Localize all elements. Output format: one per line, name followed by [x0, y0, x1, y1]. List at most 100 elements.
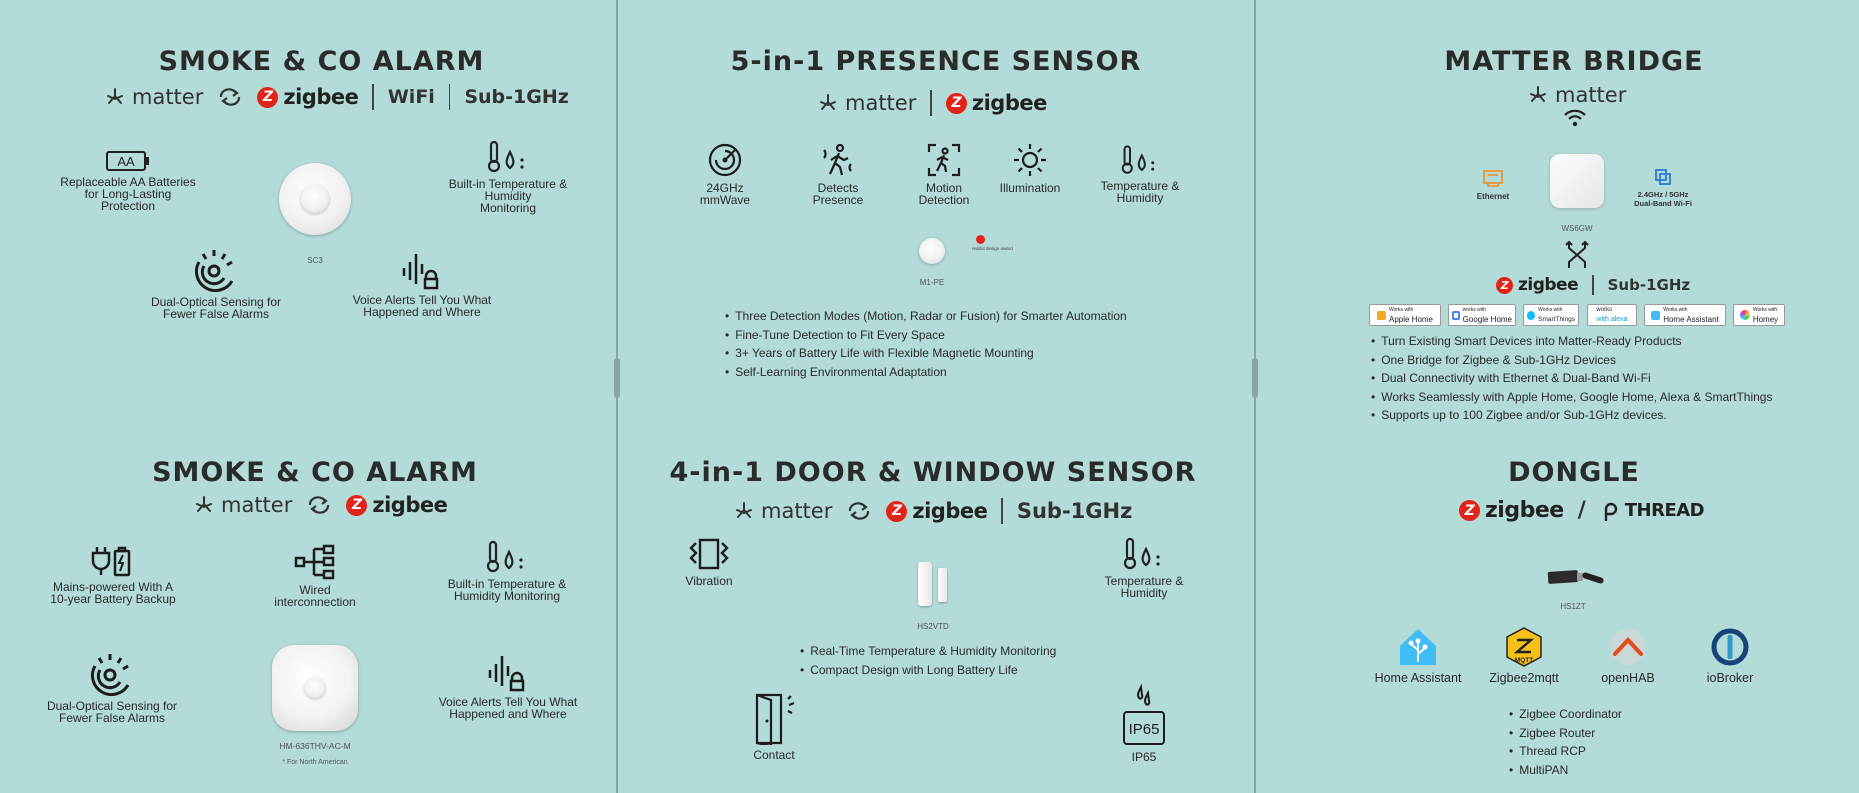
list-item: Three Detection Modes (Motion, Radar or …	[725, 307, 1127, 326]
motion-icon	[927, 143, 961, 177]
battery-aa-text: AA	[117, 154, 135, 169]
vibration-icon	[689, 538, 729, 570]
feature-label: Voice Alerts Tell You What Happened and …	[352, 293, 492, 319]
feature-label: Detects Presence	[812, 181, 864, 207]
model-label: HS1ZT	[1560, 602, 1586, 611]
apple-home-icon	[1376, 310, 1386, 320]
bidirectional-arrows-icon	[1565, 240, 1589, 268]
zigbee-mark-icon: Z	[1496, 276, 1513, 294]
thermometer-drop-icon	[1123, 537, 1160, 570]
list-item: MultiPAN	[1509, 761, 1622, 780]
list-item: Dual Connectivity with Ethernet & Dual-B…	[1371, 369, 1772, 388]
platform-label: openHAB	[1601, 671, 1655, 685]
zigbee-mark-icon: Z	[945, 92, 967, 114]
feature-label: Contact	[753, 748, 795, 762]
separator	[448, 84, 451, 110]
iobroker-icon	[1711, 628, 1749, 666]
optical-sensor-icon	[90, 654, 130, 696]
feature-label: Built-in Temperature & Humidity Monitori…	[447, 577, 567, 603]
resize-handle-left[interactable]	[614, 358, 620, 398]
presence-sensor-device-image	[919, 238, 945, 264]
ip65-badge-text: IP65	[1129, 721, 1160, 738]
feature-mmwave: 24GHz mmWave	[685, 142, 765, 206]
dual-band-wifi: 2.4GHz / 5GHz Dual-Band Wi-Fi	[1624, 168, 1702, 208]
platform-home-assistant: Home Assistant	[1370, 626, 1466, 684]
sun-icon	[1014, 144, 1046, 176]
reddot-icon	[976, 235, 985, 244]
feature-label: Wired interconnection	[274, 583, 356, 609]
feature-presence: Detects Presence	[798, 142, 878, 206]
ip65-icon: IP65	[1123, 683, 1165, 745]
feature-dual-optical: Dual-Optical Sensing for Fewer False Ala…	[40, 650, 184, 724]
list-item: Works Seamlessly with Apple Home, Google…	[1371, 388, 1772, 407]
platform-label: Home Assistant	[1374, 671, 1462, 685]
thread-icon	[1604, 502, 1617, 521]
homey-icon	[1739, 310, 1750, 320]
separator	[1001, 498, 1003, 524]
feature-temp-humidity: Temperature & Humidity	[1094, 537, 1194, 599]
home-assistant-icon	[1400, 629, 1436, 665]
home-assistant-icon	[1651, 310, 1661, 320]
thermometer-drop-icon	[487, 140, 524, 173]
separator	[1592, 275, 1594, 295]
section-title: SMOKE & CO ALARM	[158, 46, 485, 77]
smartthings-icon	[1527, 310, 1536, 320]
smoke-alarm-vent	[301, 185, 329, 213]
list-item: Real-Time Temperature & Humidity Monitor…	[800, 642, 1056, 661]
model-label: HS2VTD	[917, 622, 949, 631]
dongle-bullet-list: Zigbee Coordinator Zigbee Router Thread …	[1509, 705, 1622, 779]
feature-temp-humidity: Built-in Temperature & Humidity Monitori…	[438, 140, 578, 214]
dongle-body	[1547, 569, 1579, 585]
ethernet-label: Ethernet	[1476, 192, 1510, 201]
optical-sensor-icon	[194, 250, 234, 292]
matter-icon	[1530, 86, 1546, 102]
sub1ghz-label: Sub-1GHz	[1607, 276, 1691, 294]
separator	[372, 84, 374, 110]
feature-label: 24GHz mmWave	[699, 181, 751, 207]
feature-mains-powered: Mains-powered With A 10-year Battery Bac…	[46, 545, 180, 605]
feature-label: Built-in Temperature & Humidity Monitori…	[448, 177, 568, 215]
list-item: Supports up to 100 Zigbee and/or Sub-1GH…	[1371, 406, 1772, 425]
feature-dual-optical: Dual-Optical Sensing for Fewer False Ala…	[144, 246, 288, 320]
interconnect-icon	[294, 544, 335, 580]
feature-label: Mains-powered With A 10-year Battery Bac…	[50, 580, 176, 606]
sync-arrows-icon	[309, 496, 330, 514]
feature-label: Illumination	[999, 181, 1061, 195]
feature-label: Dual-Optical Sensing for Fewer False Ala…	[150, 295, 282, 321]
zigbee2mqtt-icon: MQTT	[1506, 627, 1542, 667]
voice-alert-icon	[488, 656, 525, 692]
feature-voice-alerts: Voice Alerts Tell You What Happened and …	[433, 652, 583, 720]
smoke-alarm-device-image	[272, 645, 358, 731]
matter-logo: matter	[817, 91, 916, 115]
region-note: * For North American	[282, 759, 348, 766]
ethernet-port: Ethernet	[1468, 168, 1518, 201]
slash-separator: /	[1577, 498, 1586, 523]
list-item: Self-Learning Environmental Adaptation	[725, 363, 1127, 382]
feature-label: Motion Detection	[918, 181, 970, 207]
feature-label: Dual-Optical Sensing for Fewer False Ala…	[46, 699, 178, 725]
list-item: One Bridge for Zigbee & Sub-1GHz Devices	[1371, 351, 1772, 370]
model-label: SC3	[307, 256, 323, 265]
resize-handle-right[interactable]	[1252, 358, 1258, 398]
feature-voice-alerts: Voice Alerts Tell You What Happened and …	[347, 250, 497, 318]
section-title: MATTER BRIDGE	[1444, 46, 1704, 77]
platform-zigbee2mqtt: MQTT Zigbee2mqtt	[1476, 626, 1572, 684]
thread-logo: THREAD	[1600, 499, 1705, 523]
matter-logo: matter	[1527, 83, 1626, 107]
thermometer-drop-icon	[486, 540, 523, 573]
platform-iobroker: ioBroker	[1682, 626, 1778, 684]
separator	[930, 90, 932, 116]
feature-temp-humidity: Temperature & Humidity	[1094, 144, 1186, 204]
section-title: 5-in-1 PRESENCE SENSOR	[730, 46, 1142, 77]
sub1ghz-label: Sub-1GHz	[464, 86, 569, 108]
wifi-label: WiFi	[387, 86, 435, 108]
